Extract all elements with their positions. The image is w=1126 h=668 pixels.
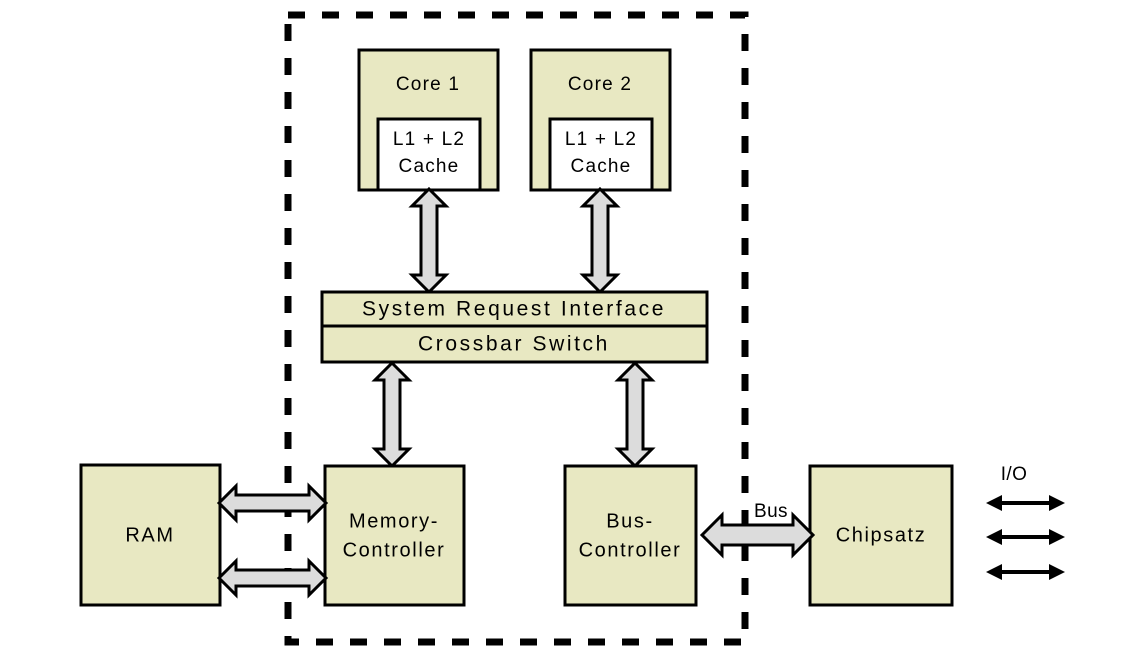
memory-controller-group: Memory- Controller [323, 464, 466, 607]
core-2-group: Core 2 L1 + L2 Cache [529, 48, 672, 192]
chipsatz-label: Chipsatz [836, 524, 927, 546]
core-1-label: Core 1 [396, 74, 460, 95]
core-2-to-sri-arrow [579, 186, 621, 295]
memory-controller-label-line2: Controller [343, 539, 446, 561]
memory-controller-box [323, 464, 466, 607]
core-2-cache-box [548, 117, 654, 192]
bus-controller-label-line1: Bus- [606, 510, 654, 532]
core-1-group: Core 1 L1 + L2 Cache [357, 48, 500, 192]
system-request-interface-label: System Request Interface [362, 298, 666, 321]
bus-controller-box [563, 464, 698, 607]
ram-group: RAM [79, 463, 222, 607]
bus-label: Bus [754, 501, 788, 522]
chipsatz-group: Chipsatz [808, 464, 954, 607]
bus-controller-to-chipsatz-arrow [699, 511, 816, 559]
core-2-label: Core 2 [568, 74, 632, 95]
core-2-cache-label-line1: L1 + L2 [565, 129, 637, 150]
ram-to-memory-controller-arrow-lower [216, 557, 329, 599]
io-arrow-3 [986, 564, 1065, 580]
ram-box [79, 463, 222, 607]
memory-controller-label-line1: Memory- [349, 510, 439, 532]
bus-controller-group: Bus- Controller [563, 464, 698, 607]
bus-controller-label-line2: Controller [579, 539, 682, 561]
crossbar-switch-box [320, 324, 709, 364]
io-arrow-2 [986, 529, 1065, 545]
crossbar-switch-label: Crossbar Switch [418, 333, 610, 356]
io-label: I/O [1001, 464, 1028, 485]
crossbar-to-bus-controller-arrow [614, 360, 656, 469]
crossbar-to-memory-controller-arrow [371, 360, 413, 469]
core-1-cache-label-line2: Cache [399, 156, 460, 177]
ram-to-memory-controller-arrow-upper [216, 482, 329, 524]
core-1-to-sri-arrow [408, 186, 450, 295]
core-2-cache-label-line2: Cache [571, 156, 632, 177]
ram-label: RAM [125, 524, 174, 546]
io-arrow-1 [986, 495, 1065, 511]
core-1-cache-label-line1: L1 + L2 [393, 129, 465, 150]
